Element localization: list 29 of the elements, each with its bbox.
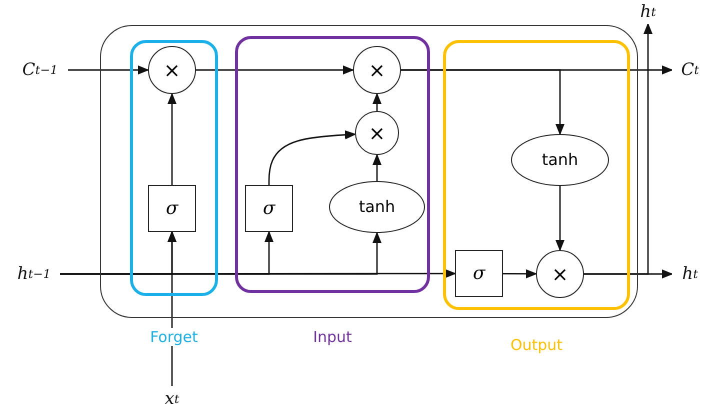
sigma-symbol: σ: [472, 264, 486, 282]
multiply-symbol: ×: [368, 60, 386, 80]
arrow: [372, 94, 382, 111]
function-label: tanh: [542, 152, 578, 168]
gate-label: Output: [508, 336, 565, 354]
arrow: [584, 24, 652, 275]
arrow: [268, 130, 356, 185]
multiply-circle: [353, 46, 401, 94]
multiply-circle: [355, 111, 399, 155]
function-label: tanh: [358, 199, 396, 215]
sigma-symbol: σ: [166, 200, 178, 218]
arrow: [196, 66, 354, 74]
arrow: [168, 94, 176, 185]
arrow: [372, 154, 382, 181]
multiply-symbol: ×: [164, 60, 180, 80]
sigmoid-box: [148, 185, 196, 232]
multiply-circle: [148, 46, 196, 94]
multiply-circle: [536, 250, 584, 298]
tanh-ellipse: [329, 181, 425, 233]
sigmoid-box: [455, 250, 503, 297]
arrow: [503, 269, 536, 278]
arrow: [68, 66, 148, 74]
arrow: [556, 186, 564, 250]
multiply-symbol: ×: [368, 123, 386, 143]
sigma-symbol: σ: [262, 200, 276, 218]
multiply-symbol: ×: [552, 264, 568, 284]
arrow: [60, 269, 456, 278]
arrow: [401, 69, 564, 134]
sigmoid-box: [245, 185, 293, 232]
